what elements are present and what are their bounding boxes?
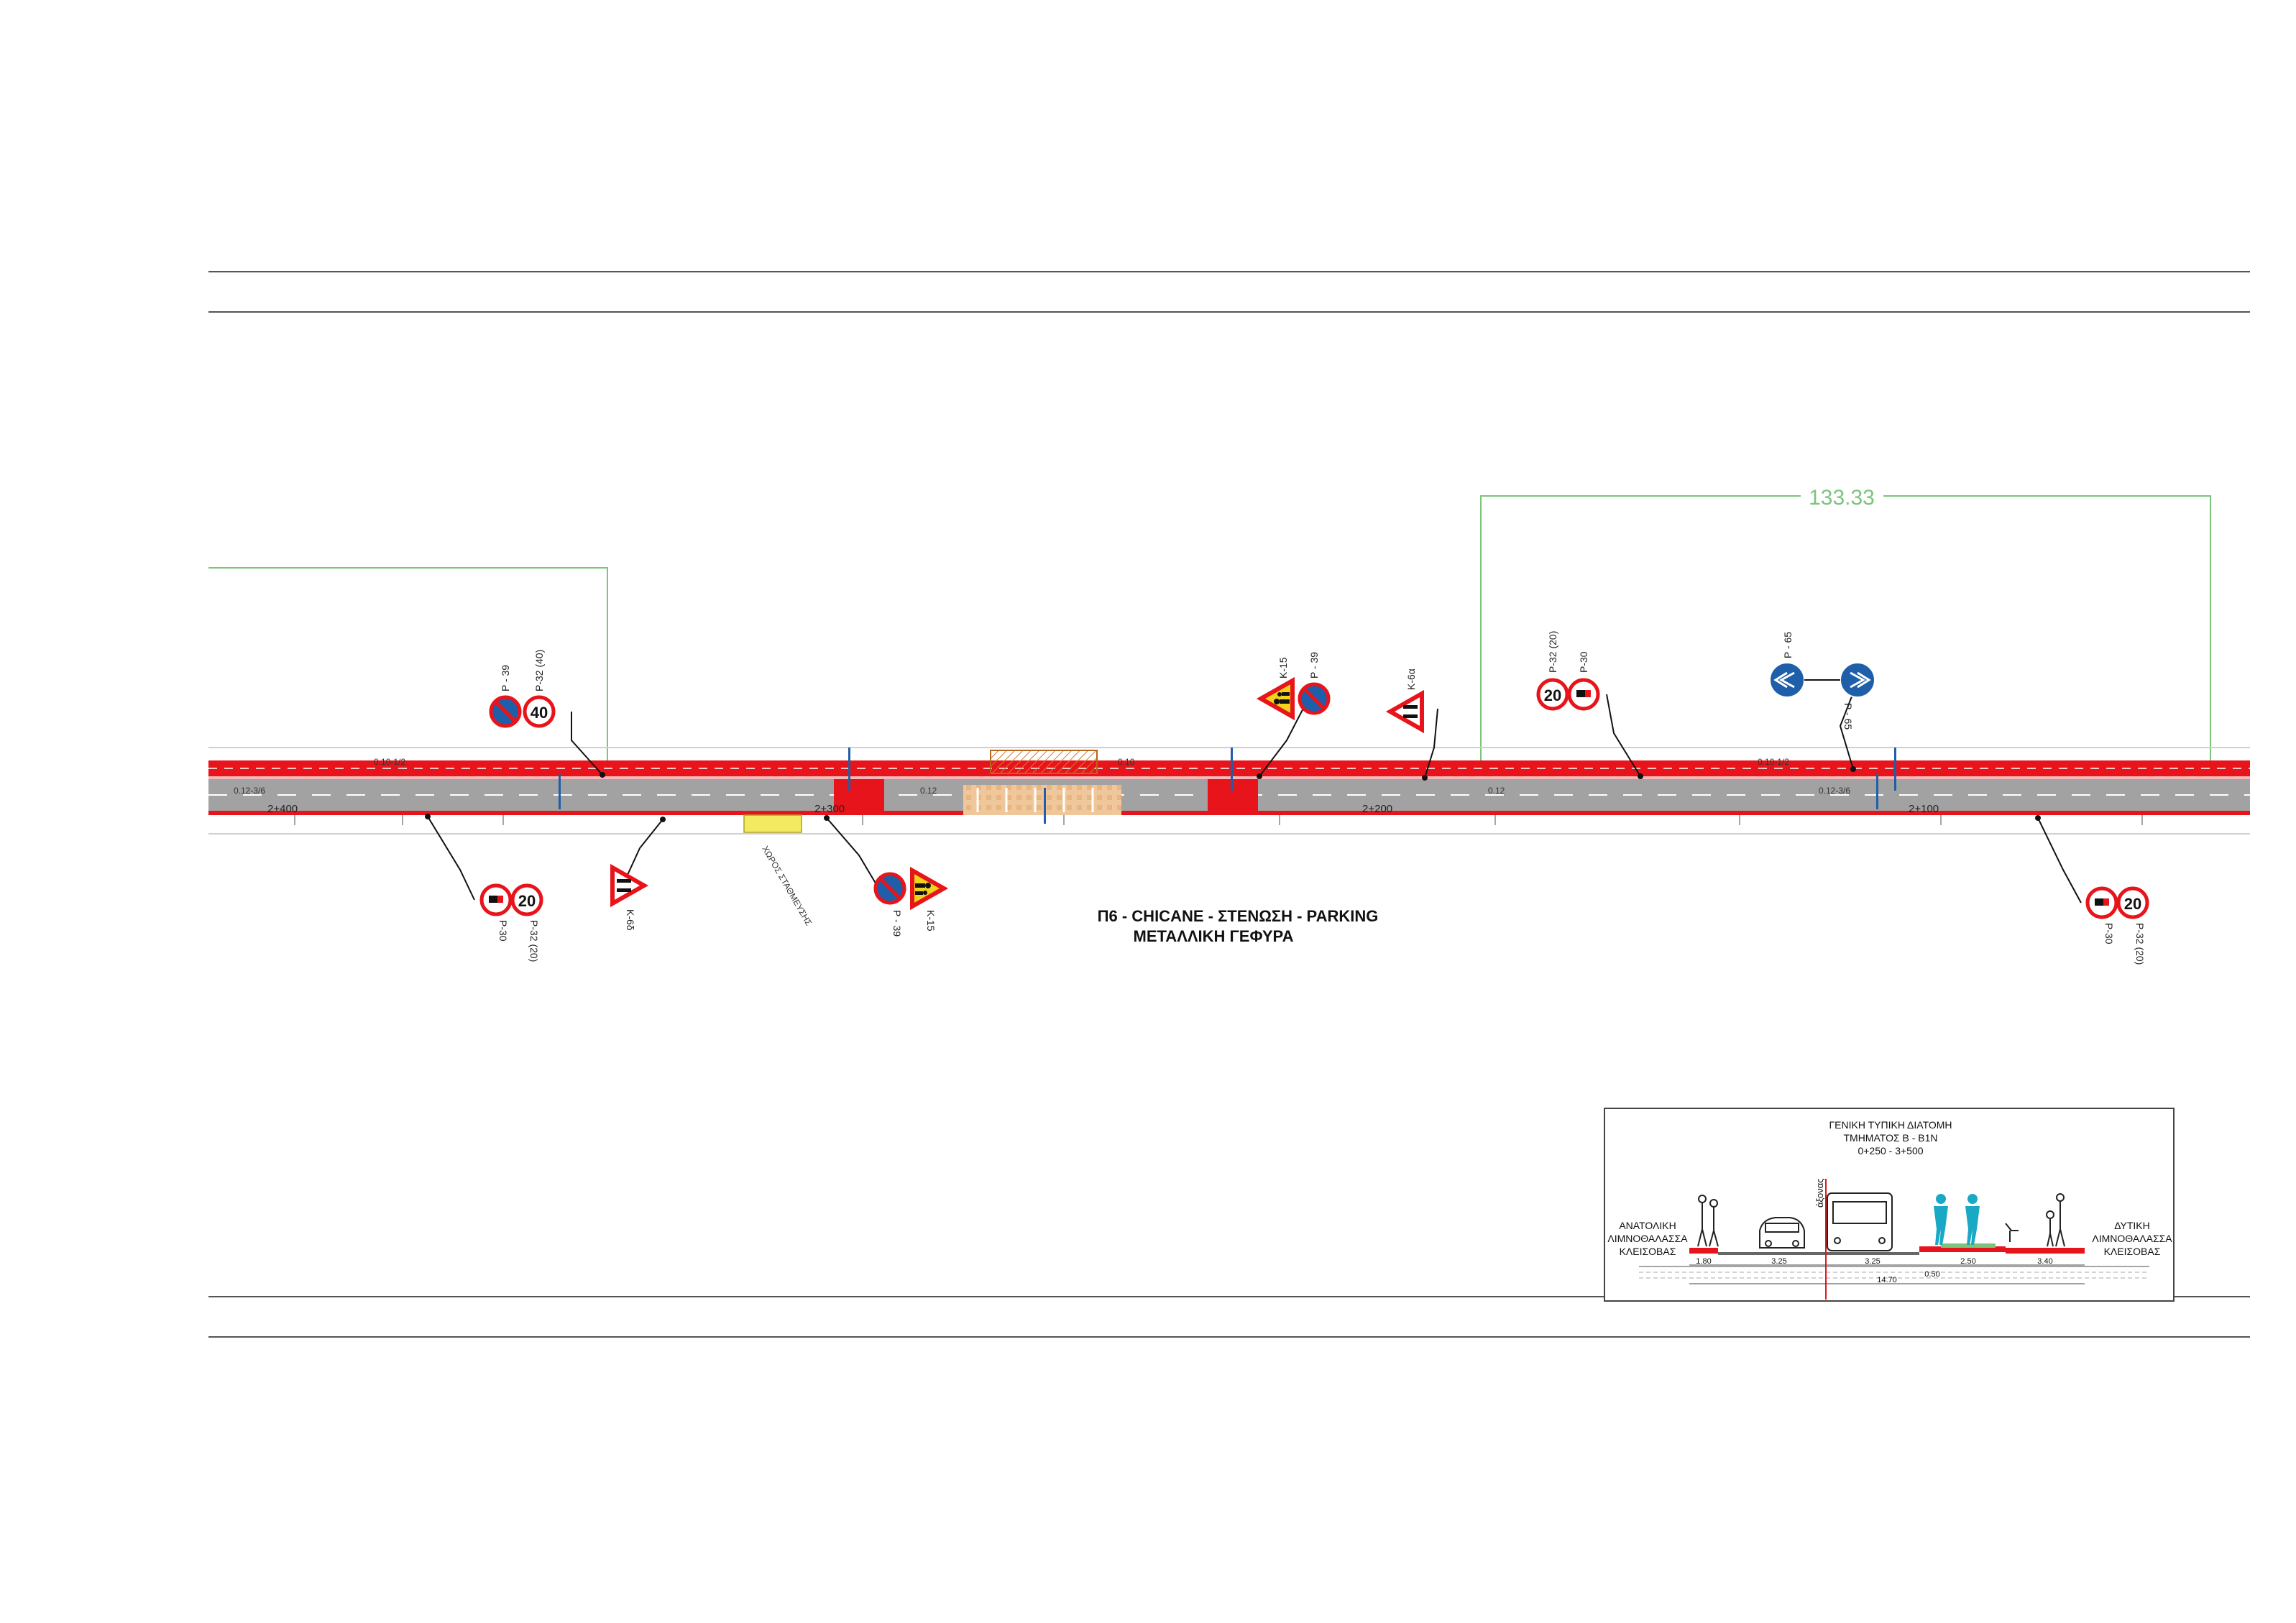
road-plan: ΧΩΡΟΣ ΣΤΑΘΜΕΥΣΗΣ 0.12-3/6 0.12 0.12 0.12… [208, 747, 2250, 928]
east-lagoon-line3: ΚΛΕΙΣΟΒΑΣ [1620, 1246, 1676, 1257]
dim-3: 3.25 [1865, 1257, 1880, 1266]
cross-section-box: ΓΕΝΙΚΗ ΤΥΠΙΚΗ ΔΙΑΤΟΜΗ ΤΜΗΜΑΤΟΣ Β - Β1Ν 0… [1604, 1108, 2175, 1302]
plan-subtitle: ΜΕΤΑΛΛΙΚΗ ΓΕΦΥΡΑ [1134, 927, 1294, 945]
sign-2-code-b: Ρ-32 (20) [528, 920, 540, 962]
sign-8-code-b: Ρ - 65 [1842, 703, 1854, 730]
sign-4-code-b: Κ-15 [925, 910, 937, 932]
speed-limit-sign-icon: 20 [2116, 886, 2149, 919]
sheet-frame [208, 271, 2250, 1338]
dimension-value: 133.33 [1809, 486, 1875, 510]
chainage-1: 2+400 [267, 803, 298, 815]
sign-group-6: Κ-6α [1385, 668, 1424, 734]
pedestrian-icon [2046, 1193, 2065, 1247]
keep-left-sign-icon [1769, 662, 1805, 698]
no-parking-sign-icon [489, 695, 522, 728]
no-entry-sign-icon [1567, 678, 1600, 711]
no-parking-sign-icon [873, 872, 906, 905]
top-label-2: 0.10 [1118, 757, 1135, 767]
section-subtitle: ΤΜΗΜΑΤΟΣ Β - Β1Ν [1843, 1132, 1937, 1144]
children-crossing-sign-icon [910, 866, 949, 911]
dim-5: 2.50 [1960, 1257, 1975, 1266]
cyclist-icon [1934, 1194, 1948, 1245]
sign-1-code-b: Ρ-32 (40) [533, 650, 545, 691]
chainage-4: 2+100 [1909, 803, 1939, 815]
lane-width-4: 0.12-3/6 [1819, 786, 1850, 796]
bridge-structure [990, 750, 1098, 774]
dim-1: 1.80 [1696, 1257, 1711, 1266]
sign-8-code-a: Ρ - 65 [1782, 632, 1794, 658]
section-range: 0+250 - 3+500 [1858, 1145, 1923, 1157]
chainage-2: 2+300 [814, 803, 845, 815]
no-entry-sign-icon [479, 883, 513, 916]
plan-title: Π6 - CHICANE - ΣΤΕΝΩΣΗ - PARKING [1098, 907, 1379, 925]
sign-5-code-a: Κ-15 [1277, 657, 1289, 679]
sign-group-2: 20 Ρ-30 Ρ-32 (20) [479, 883, 543, 962]
lane-width-3: 0.12 [1488, 786, 1505, 796]
no-parking-sign-icon [1298, 682, 1331, 715]
top-label-3: 0.10-1/2 [1758, 757, 1789, 767]
dim-2: 3.25 [1771, 1257, 1786, 1266]
parking-label: ΧΩΡΟΣ ΣΤΑΘΜΕΥΣΗΣ [760, 845, 814, 928]
section-title: ΓΕΝΙΚΗ ΤΥΠΙΚΗ ΔΙΑΤΟΜΗ [1829, 1119, 1952, 1131]
dimension-lines: 133.33 [208, 486, 2211, 775]
dim-4: 0.50 [1924, 1270, 1939, 1279]
chicane-zone [834, 779, 884, 815]
axis-label: άξονας [1814, 1179, 1825, 1208]
sign-2-code-a: Ρ-30 [497, 920, 509, 942]
speed-limit-sign-icon: 20 [1536, 678, 1569, 711]
no-entry-sign-icon [2085, 886, 2118, 919]
sign-9-code-a: Ρ-30 [2103, 923, 2115, 944]
dim-total: 14.70 [1877, 1276, 1897, 1284]
bridge-deck [963, 785, 1121, 815]
sign-3-code: Κ-6δ [625, 909, 636, 931]
sign-group-5: Κ-15 Ρ - 39 [1256, 652, 1331, 721]
sign-7-code-a: Ρ-32 (20) [1547, 631, 1558, 673]
sign-4-code-a: Ρ - 39 [891, 910, 903, 937]
road-narrows-sign-icon [610, 863, 649, 908]
sign-group-8: Ρ - 65 Ρ - 65 [1769, 632, 1875, 730]
sign-9-code-b: Ρ-32 (20) [2134, 923, 2146, 965]
svg-text:20: 20 [1544, 686, 1561, 704]
road-narrows-sign-icon [1385, 689, 1424, 734]
bench-icon [2005, 1223, 2019, 1242]
sign-group-1: 40 Ρ - 39 Ρ-32 (40) [489, 650, 556, 728]
sign-group-7: 20 Ρ-32 (20) Ρ-30 [1536, 631, 1600, 711]
west-lagoon-line2: ΛΙΜΝΟΘΑΛΑΣΣΑ [2092, 1233, 2172, 1244]
sign-group-4: Ρ - 39 Κ-15 [873, 866, 949, 937]
car-icon [1759, 1217, 1805, 1249]
svg-text:20: 20 [518, 892, 536, 910]
speed-limit-sign-icon: 20 [510, 883, 543, 916]
pedestrian-icon [1697, 1195, 1719, 1247]
west-lagoon-line3: ΚΛΕΙΣΟΒΑΣ [2104, 1246, 2161, 1257]
cyclist-icon [1965, 1194, 1980, 1245]
lane-width-2: 0.12 [920, 786, 937, 796]
chainage-3: 2+200 [1362, 803, 1392, 815]
sign-1-code-a: Ρ - 39 [500, 665, 511, 691]
keep-right-sign-icon [1840, 662, 1875, 698]
sign-6-code: Κ-6α [1405, 668, 1417, 690]
svg-text:20: 20 [2124, 895, 2141, 913]
dim-6: 3.40 [2037, 1257, 2052, 1266]
lane-width-1: 0.12-3/6 [234, 786, 265, 796]
children-crossing-sign-icon [1256, 676, 1295, 721]
top-label-1: 0.10-1/2 [374, 757, 405, 767]
sign-group-3: Κ-6δ [610, 863, 649, 931]
sign-5-code-b: Ρ - 39 [1308, 652, 1320, 679]
east-lagoon-line2: ΛΙΜΝΟΘΑΛΑΣΣΑ [1607, 1233, 1688, 1244]
bus-icon [1827, 1192, 1893, 1251]
sign-leaders [427, 679, 2082, 904]
cycle-lane-top [208, 760, 2250, 776]
parking-bay [743, 814, 802, 833]
east-lagoon-line1: ΑΝΑΤΟΛΙΚΗ [1619, 1220, 1676, 1231]
speed-limit-sign-icon: 40 [523, 695, 556, 728]
west-lagoon-line1: ΔΥΤΙΚΗ [2114, 1220, 2150, 1231]
svg-text:40: 40 [531, 704, 548, 722]
sign-group-9: 20 Ρ-30 Ρ-32 (20) [2085, 886, 2149, 965]
sign-7-code-b: Ρ-30 [1578, 651, 1589, 673]
